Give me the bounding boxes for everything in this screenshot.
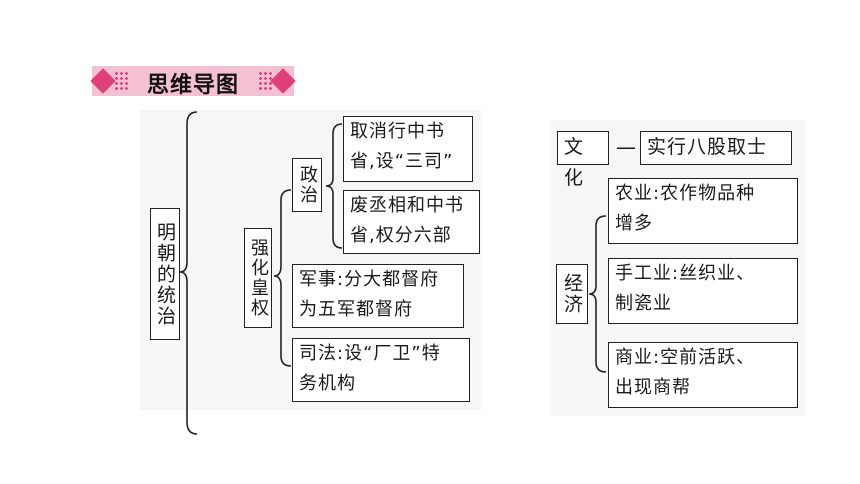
politics-node: 政治 <box>292 158 322 212</box>
economy-item-handicraft: 手工业:丝织业、 制瓷业 <box>608 258 798 324</box>
header-title: 思维导图 <box>146 73 239 98</box>
justice-node: 司法:设“厂卫”特 务机构 <box>292 338 470 402</box>
culture-dash: — <box>616 135 636 159</box>
economy-node: 经济 <box>556 264 588 324</box>
header-banner: 思维导图 <box>90 66 296 98</box>
military-line-2: 为五军都督府 <box>299 299 413 320</box>
military-line-1: 军事:分大都督府 <box>299 269 440 290</box>
politics-item-2-line-1: 废丞相和中书 <box>350 195 464 216</box>
handicraft-line-1: 手工业:丝织业、 <box>615 263 756 284</box>
power-node: 强化皇权 <box>244 228 272 328</box>
dots-pattern-icon <box>258 71 272 91</box>
politics-item-2: 废丞相和中书 省,权分六部 <box>343 190 480 254</box>
root-node: 明朝的统治 <box>150 208 180 340</box>
politics-item-1-line-2: 省,设“三司” <box>350 151 454 172</box>
commerce-line-2: 出现商帮 <box>615 377 691 398</box>
commerce-line-1: 商业:空前活跃、 <box>615 347 756 368</box>
politics-brace <box>325 123 343 249</box>
politics-item-1-line-1: 取消行中书 <box>350 121 445 142</box>
power-brace <box>273 189 292 367</box>
military-node: 军事:分大都督府 为五军都督府 <box>292 264 464 328</box>
culture-node: 文化 <box>557 131 609 189</box>
politics-item-2-line-2: 省,权分六部 <box>350 225 452 246</box>
root-brace <box>179 111 198 435</box>
culture-content: 实行八股取士 <box>640 131 792 165</box>
agriculture-line-2: 增多 <box>615 213 653 234</box>
politics-item-1: 取消行中书 省,设“三司” <box>343 116 473 182</box>
economy-item-agriculture: 农业:农作物品种 增多 <box>608 178 798 244</box>
justice-line-2: 务机构 <box>299 373 356 394</box>
justice-line-1: 司法:设“厂卫”特 <box>299 343 441 364</box>
agriculture-line-1: 农业:农作物品种 <box>615 183 756 204</box>
handicraft-line-2: 制瓷业 <box>615 293 672 314</box>
economy-brace <box>588 215 607 373</box>
economy-item-commerce: 商业:空前活跃、 出现商帮 <box>608 342 798 408</box>
dots-pattern-icon <box>114 71 128 91</box>
